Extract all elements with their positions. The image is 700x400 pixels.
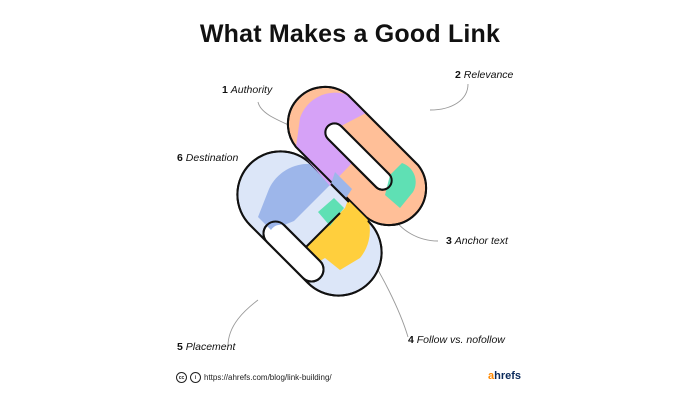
label-authority: 1 Authority (222, 84, 272, 96)
page-title: What Makes a Good Link (199, 20, 501, 48)
label-anchor-text-text: Anchor text (454, 235, 508, 247)
label-destination-number: 6 (177, 152, 183, 164)
destination-segment (258, 163, 331, 230)
ahrefs-logo-accent: a (488, 370, 495, 382)
label-destination: 6 Destination (177, 152, 238, 164)
label-anchor-text-number: 3 (446, 235, 452, 247)
label-authority-text: Authority (230, 84, 273, 96)
label-placement-number: 5 (177, 341, 183, 353)
label-anchor-text: 3 Anchor text (446, 235, 508, 247)
connector-relevance (429, 83, 469, 111)
source-url[interactable]: https://ahrefs.com/blog/link-building/ (204, 373, 332, 382)
authority-segment (296, 92, 366, 186)
label-relevance-number: 2 (455, 69, 461, 81)
label-follow: 4 Follow vs. nofollow (408, 334, 505, 346)
label-relevance: 2 Relevance (455, 69, 513, 81)
upper-chain-link (286, 85, 428, 227)
label-follow-number: 4 (408, 334, 414, 346)
label-destination-text: Destination (185, 152, 239, 164)
ahrefs-logo-text: hrefs (494, 370, 522, 382)
label-relevance-text: Relevance (463, 69, 514, 81)
ahrefs-logo: ahrefs (488, 370, 521, 382)
connector-placement (227, 299, 259, 347)
label-placement: 5 Placement (177, 341, 235, 353)
creative-commons-icon: cc (176, 372, 187, 383)
footer: cc i https://ahrefs.com/blog/link-buildi… (176, 372, 332, 383)
label-authority-number: 1 (222, 84, 228, 96)
label-follow-text: Follow vs. nofollow (416, 334, 505, 346)
label-placement-text: Placement (185, 341, 236, 353)
anchor-text-segment (385, 163, 416, 208)
attribution-icon: i (190, 372, 201, 383)
crossing-overlap (305, 172, 368, 248)
